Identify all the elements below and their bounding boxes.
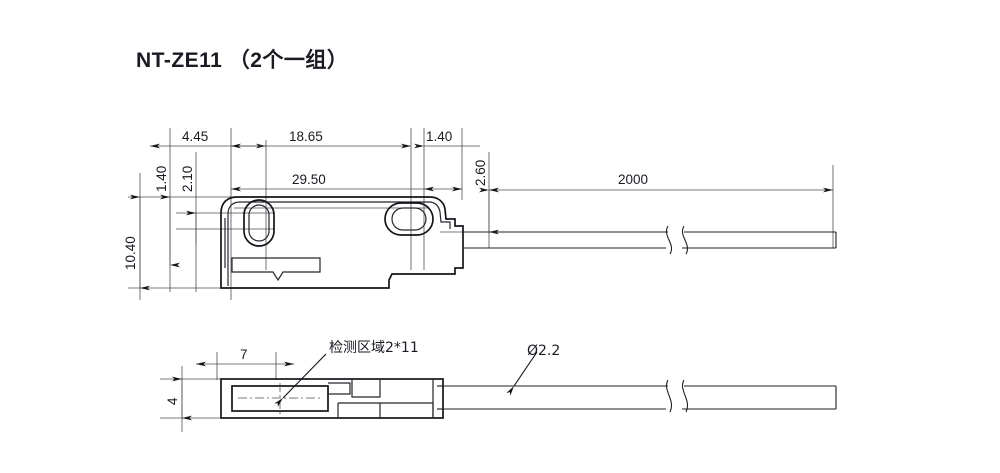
- dimension-1-40-vertical-label: 1.40: [154, 166, 169, 192]
- page-title: NT-ZE11 （2个一组）: [136, 49, 349, 72]
- cable-break-symbol-side: [666, 379, 688, 413]
- dimension-2-10-label: 2.10: [180, 166, 195, 192]
- cable-side-view: [443, 379, 837, 413]
- callout-cable-diameter: Ø2.2: [506, 343, 560, 396]
- side-view-group: 7 4: [160, 340, 837, 432]
- mounting-hole-right: [384, 202, 434, 236]
- dimension-4: 4: [165, 376, 192, 421]
- top-view-extension-lines: [128, 128, 834, 300]
- dimension-2-10: 2.10: [180, 166, 197, 245]
- dimension-10-40-label: 10.40: [123, 236, 138, 270]
- sensor-body-side-view: [220, 378, 444, 419]
- dimension-18-65: 18.65: [231, 129, 411, 149]
- callout-cable-diameter-label: Ø2.2: [527, 343, 560, 359]
- dimension-7-label: 7: [240, 347, 248, 362]
- dimension-2000-label: 2000: [618, 172, 648, 187]
- cable-break-symbol: [666, 225, 688, 255]
- dimension-29-50-label: 29.50: [292, 172, 326, 187]
- dimension-1-40-vertical: 1.40: [154, 166, 180, 268]
- cable-top-view: [463, 225, 837, 255]
- dimension-29-50: 29.50: [231, 172, 462, 192]
- dimension-4-45-label: 4.45: [182, 129, 208, 144]
- dimension-1-40-horizontal: 1.40: [414, 129, 480, 149]
- top-view-group: 4.45 18.65 1.40 29.50 2000: [123, 128, 837, 300]
- mounting-slot-left: [243, 199, 275, 247]
- dimension-4-45: 4.45: [150, 129, 266, 149]
- dimension-10-40: 10.40: [123, 194, 150, 291]
- dimension-2-60-label: 2.60: [473, 160, 488, 186]
- sensor-body-top-view: [220, 196, 464, 289]
- dimension-2000: 2000: [489, 172, 833, 193]
- dimension-2-60: 2.60: [473, 160, 499, 235]
- dimension-18-65-label: 18.65: [289, 129, 323, 144]
- dimension-7: 7: [196, 347, 294, 367]
- callout-detection-area: 检测区域2*11: [274, 340, 419, 407]
- dimension-1-40-horizontal-label: 1.40: [426, 129, 452, 144]
- dimension-4-label: 4: [165, 397, 180, 405]
- callout-detection-area-label: 检测区域2*11: [329, 340, 419, 356]
